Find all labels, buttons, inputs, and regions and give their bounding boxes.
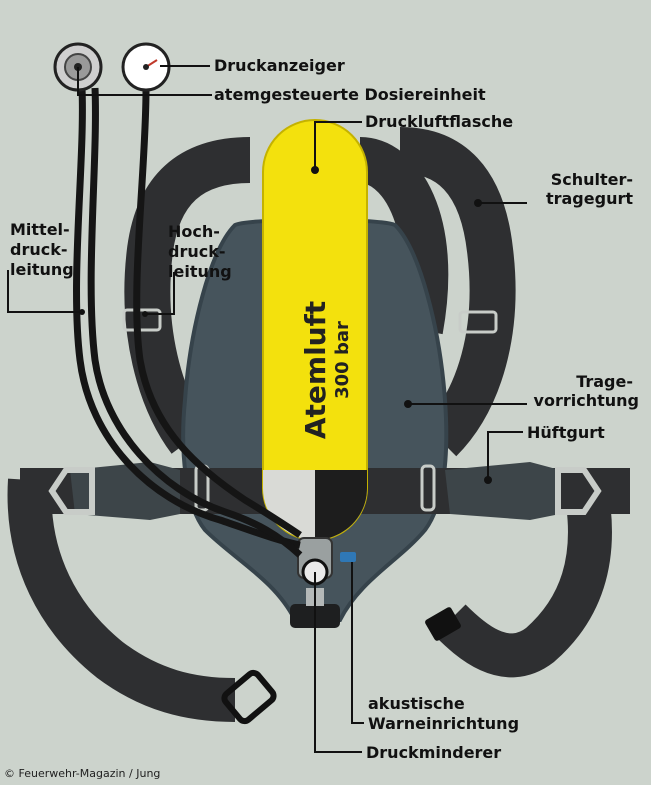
label-hoch-3: leitung xyxy=(168,262,232,281)
label-mittel-2: druck- xyxy=(10,240,68,259)
hip-belt-left-ring xyxy=(48,467,95,515)
label-schulter-1: Schulter- xyxy=(550,170,633,189)
cylinder-label: Atemluft xyxy=(299,301,332,439)
shoulder-buckle-left xyxy=(122,308,162,332)
label-akustisch-1: akustische xyxy=(368,694,465,713)
shoulder-buckle-right xyxy=(458,310,498,334)
medium-pressure-hose xyxy=(73,87,301,549)
label-trage-1: Trage- xyxy=(576,372,633,391)
high-pressure-hose xyxy=(133,89,302,538)
cylinder-pressure: 300 bar xyxy=(332,321,353,399)
label-hoch-2: druck- xyxy=(168,242,226,261)
label-mittel-3: leitung xyxy=(10,260,74,279)
label-akustisch-2: Warneinrichtung xyxy=(368,714,520,733)
warning-device xyxy=(340,552,356,562)
leader-hueftgurt xyxy=(487,431,523,480)
hip-pad-right xyxy=(445,462,560,520)
leader-druckluftflasche xyxy=(314,121,362,170)
leader-druckminderer xyxy=(314,572,362,753)
label-druckminderer: Druckminderer xyxy=(366,743,502,762)
hip-belt-left-end xyxy=(7,478,236,722)
hip-belt-right-clip xyxy=(425,607,461,641)
hip-belt-right-end xyxy=(434,480,612,678)
shoulder-strap-left xyxy=(124,137,251,454)
label-druckanzeiger: Druckanzeiger xyxy=(214,56,345,75)
label-dosiereinheit: atemgesteuerte Dosiereinheit xyxy=(214,85,486,104)
hip-belt-right-ring xyxy=(555,467,602,515)
label-hoch-1: Hoch- xyxy=(168,222,220,241)
label-trage-2: vorrichtung xyxy=(533,391,639,410)
leader-dots xyxy=(79,166,492,484)
label-mittel-1: Mittel- xyxy=(10,220,70,239)
leader-hoch xyxy=(145,272,175,315)
label-druckluftflasche: Druckluftflasche xyxy=(365,112,514,131)
leader-lines xyxy=(7,65,527,753)
cylinder-shoulder-shade xyxy=(315,470,367,540)
label-schulter-2: tragegurt xyxy=(545,189,633,208)
hip-pad-left xyxy=(70,462,180,520)
leader-dosiereinheit xyxy=(77,67,212,96)
credit-line: © Feuerwehr-Magazin / Jung xyxy=(4,767,161,780)
hip-belt-left-buckle xyxy=(221,669,277,725)
leader-mittel xyxy=(7,270,82,313)
leader-akustisch xyxy=(351,562,364,724)
label-hueftgurt: Hüftgurt xyxy=(527,423,605,442)
gauge-center xyxy=(143,64,149,70)
hip-belt-right-slider xyxy=(420,464,436,512)
medium-pressure-hose-2 xyxy=(87,87,303,558)
